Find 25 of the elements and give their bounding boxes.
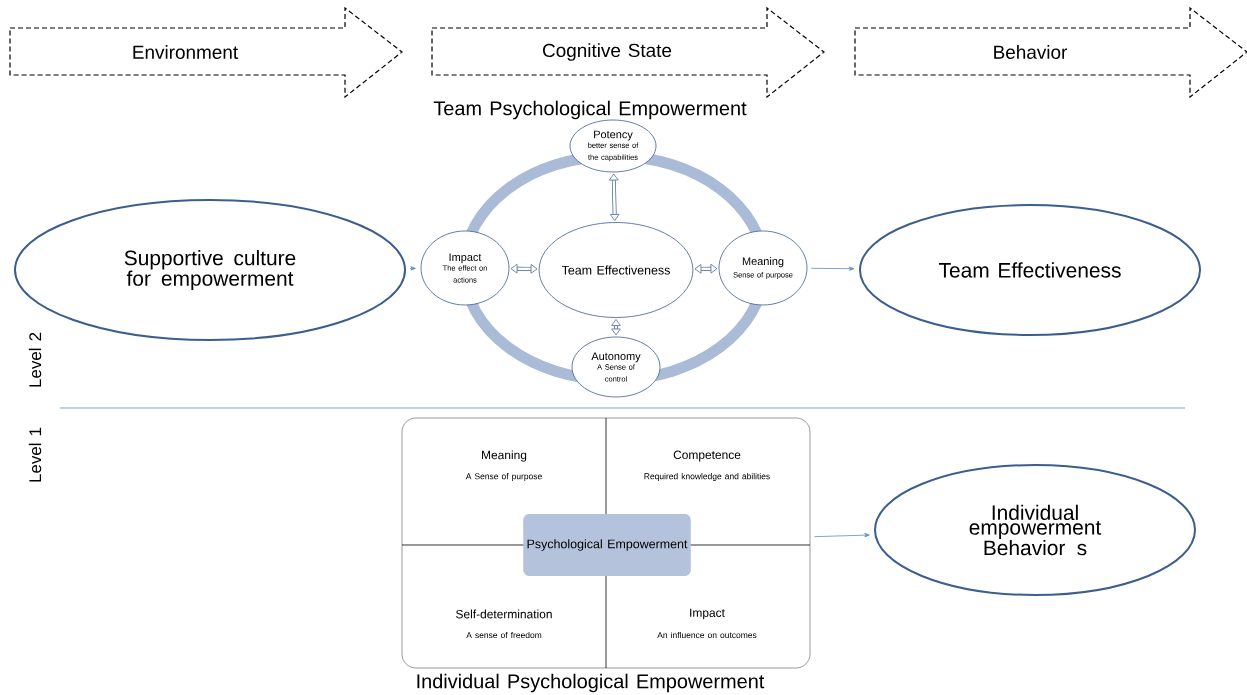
level-label: Level 1	[28, 427, 42, 482]
oval: Individual empowerment Behavior s	[874, 464, 1196, 596]
quadrant-description: A sense of freedom	[466, 631, 542, 639]
double-arrow	[611, 319, 621, 336]
double-arrow	[510, 263, 538, 274]
stage-box: Environment	[9, 6, 403, 99]
stage-box: Cognitive State	[431, 6, 825, 99]
double-arrow	[694, 263, 718, 274]
stage-box: Behavior	[854, 6, 1247, 99]
quadrant-title: Impact	[690, 608, 725, 620]
arrow	[811, 266, 855, 271]
quadrant-description: An influence on outcomes	[657, 631, 757, 639]
double-arrow	[609, 173, 620, 221]
level-label: Level 2	[28, 332, 42, 387]
quadrant-title: Competence	[673, 450, 741, 462]
arrow	[814, 533, 870, 538]
quadrant-title: Meaning	[482, 450, 527, 462]
quadrant-description: Required knowledge and abilities	[644, 473, 770, 481]
arrow	[409, 266, 416, 271]
section-title: Team Psychological Empowerment	[433, 100, 747, 120]
section-title: Individual Psychological Empowerment	[417, 673, 765, 693]
quadrant-description: A Sense of purpose	[465, 473, 542, 481]
oval: Team Effectiveness	[859, 204, 1201, 336]
center-box: Psychological Empowerment	[523, 514, 691, 576]
quadrant-title: Self-determination	[456, 609, 552, 619]
